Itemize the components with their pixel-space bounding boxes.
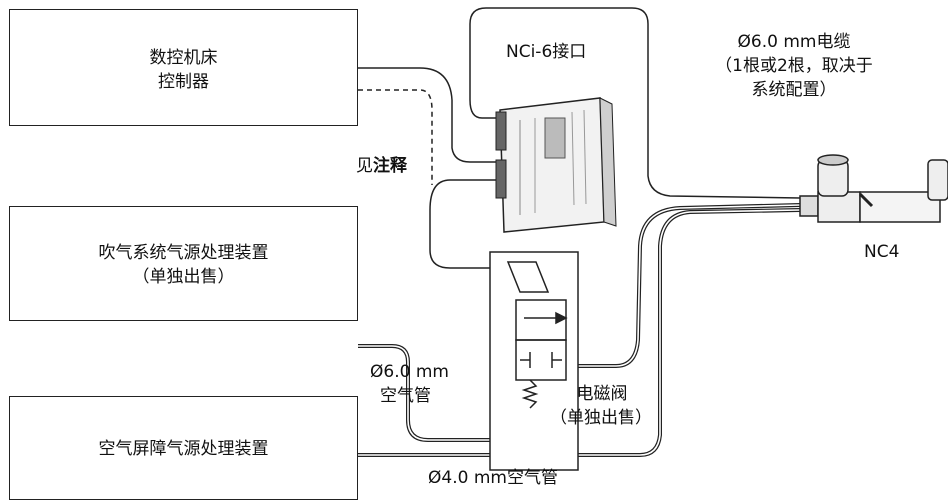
cnc-controller-box: 数控机床 控制器 xyxy=(9,9,358,126)
solenoid-valve-symbol xyxy=(489,251,579,471)
nci6-interface-label: NCi-6接口 xyxy=(506,42,587,62)
see-note-label: 见注释 xyxy=(356,154,407,178)
valve-label-1: 电磁阀 xyxy=(576,384,628,404)
see-note-prefix: 见 xyxy=(356,156,373,176)
cnc-to-interface-cable xyxy=(358,67,500,163)
blow-air-unit-label-2: （单独出售） xyxy=(132,267,235,287)
nci6-interface-unit xyxy=(495,97,617,233)
see-note-bold: 注释 xyxy=(373,156,407,176)
cnc-controller-label-1: 数控机床 xyxy=(149,48,218,68)
blow-air-unit-box: 吹气系统气源处理装置 （单独出售） xyxy=(9,206,358,321)
air-barrier-unit-box: 空气屏障气源处理装置 xyxy=(9,396,358,500)
blow-air-unit-label-1: 吹气系统气源处理装置 xyxy=(98,243,269,263)
valve-label-2: （单独出售） xyxy=(550,408,652,428)
cable-to-nc4 xyxy=(647,150,801,199)
tube4-label: Ø4.0 mm空气管 xyxy=(428,468,558,488)
dashed-signal-line xyxy=(358,89,433,185)
cnc-controller-label-2: 控制器 xyxy=(158,72,209,92)
cable-label-3: 系统配置） xyxy=(751,80,837,100)
tube6-label-1: Ø6.0 mm xyxy=(370,362,449,382)
nc4-label: NC4 xyxy=(864,242,900,262)
air-barrier-unit-label: 空气屏障气源处理装置 xyxy=(98,439,269,459)
nci6-loop-cable xyxy=(469,7,649,150)
valve-to-nc4-tube xyxy=(578,203,801,368)
cable-label-1: Ø6.0 mm电缆 xyxy=(737,32,851,52)
tube6-label-2: 空气管 xyxy=(380,386,431,406)
interface-to-valve-cable xyxy=(429,179,500,269)
cable-label-2: （1根或2根，取决于 xyxy=(715,56,873,76)
nc4-device xyxy=(799,154,948,223)
